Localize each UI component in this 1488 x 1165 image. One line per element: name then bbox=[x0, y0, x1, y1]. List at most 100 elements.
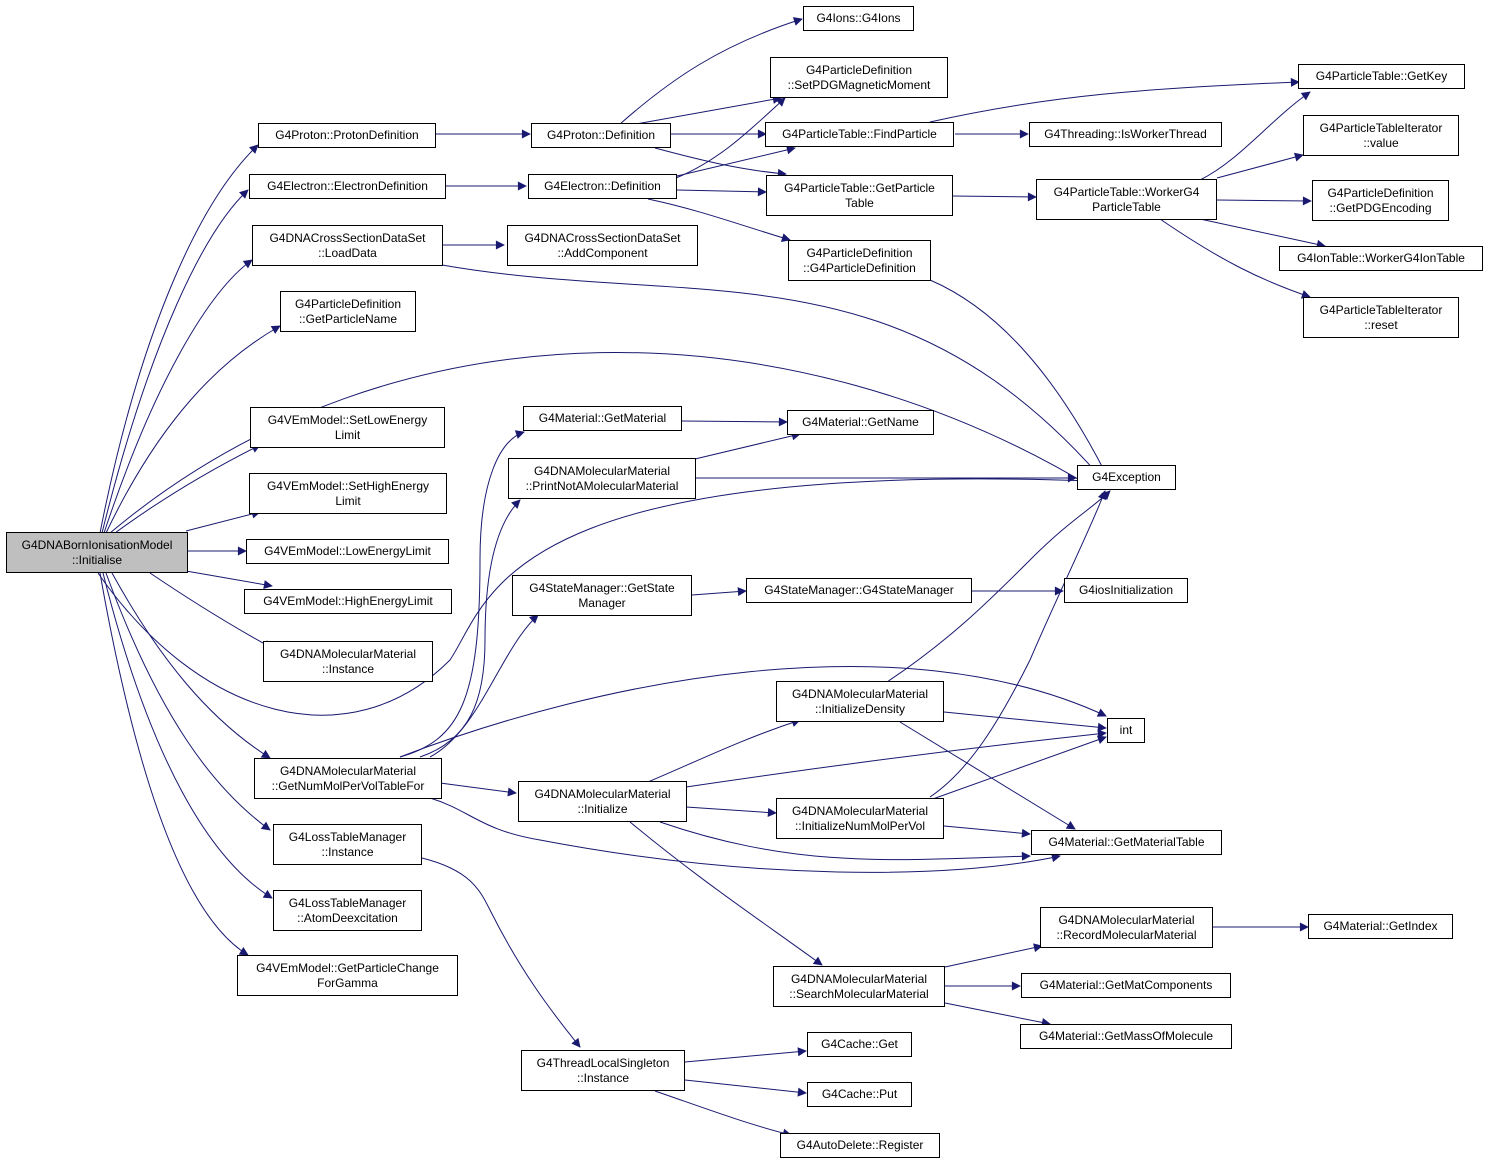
node-pdef-setpdgmagneticmoment[interactable]: G4ParticleDefinition ::SetPDGMagneticMom… bbox=[770, 57, 948, 98]
node-electron-electrondefinition[interactable]: G4Electron::ElectronDefinition bbox=[249, 174, 446, 199]
node-label: ::AddComponent bbox=[557, 245, 648, 260]
node-vem-sethighenergylimit[interactable]: G4VEmModel::SetHighEnergy Limit bbox=[249, 473, 447, 514]
edge bbox=[185, 509, 261, 532]
node-losstable-instance[interactable]: G4LossTableManager ::Instance bbox=[273, 824, 422, 865]
node-dnamol-printnotamolecularmaterial[interactable]: G4DNAMolecularMaterial ::PrintNotAMolecu… bbox=[508, 458, 696, 499]
node-label: ::AtomDeexcitation bbox=[297, 910, 398, 925]
node-dnaxs-loaddata[interactable]: G4DNACrossSectionDataSet ::LoadData bbox=[252, 225, 443, 266]
node-dnamol-recordmolecularmaterial[interactable]: G4DNAMolecularMaterial ::RecordMolecular… bbox=[1040, 907, 1213, 948]
node-label: G4ThreadLocalSingleton bbox=[536, 1055, 670, 1070]
node-label: G4Material::GetMaterialTable bbox=[1048, 835, 1205, 849]
node-losstable-atomdeexcitation[interactable]: G4LossTableManager ::AtomDeexcitation bbox=[273, 890, 422, 931]
node-particletable-getparticletable[interactable]: G4ParticleTable::GetParticle Table bbox=[766, 175, 953, 216]
node-electron-definition[interactable]: G4Electron::Definition bbox=[528, 174, 677, 199]
node-iosinitialization[interactable]: G4iosInitialization bbox=[1064, 578, 1188, 603]
node-autodelete-register[interactable]: G4AutoDelete::Register bbox=[780, 1133, 940, 1158]
node-label: int bbox=[1119, 723, 1133, 737]
node-label: G4ParticleDefinition bbox=[1327, 185, 1434, 200]
node-vem-lowenergylimit[interactable]: G4VEmModel::LowEnergyLimit bbox=[246, 539, 449, 564]
node-dnamol-searchmolecularmaterial[interactable]: G4DNAMolecularMaterial ::SearchMolecular… bbox=[773, 966, 945, 1007]
node-threadlocalsingleton-instance[interactable]: G4ThreadLocalSingleton ::Instance bbox=[521, 1050, 685, 1091]
edge bbox=[439, 782, 517, 797]
edge bbox=[943, 711, 1107, 732]
node-dnaxs-addcomponent[interactable]: G4DNACrossSectionDataSet ::AddComponent bbox=[507, 225, 698, 266]
node-ptiter-value[interactable]: G4ParticleTableIterator ::value bbox=[1303, 115, 1459, 156]
node-label: G4DNABornIonisationModel bbox=[21, 537, 173, 552]
node-vem-setlowenergylimit[interactable]: G4VEmModel::SetLowEnergy Limit bbox=[250, 407, 445, 448]
node-threading-isworkerthread[interactable]: G4Threading::IsWorkerThread bbox=[1029, 122, 1222, 147]
edge bbox=[676, 187, 767, 197]
edge bbox=[97, 476, 1093, 716]
node-dnamol-initializedensity[interactable]: G4DNAMolecularMaterial ::InitializeDensi… bbox=[776, 681, 944, 722]
edge bbox=[684, 1079, 807, 1097]
node-pdef-getparticlename[interactable]: G4ParticleDefinition ::GetParticleName bbox=[280, 291, 416, 332]
node-proton-definition[interactable]: G4Proton::Definition bbox=[531, 123, 671, 148]
node-particletable-findparticle[interactable]: G4ParticleTable::FindParticle bbox=[765, 122, 954, 147]
edge bbox=[1199, 218, 1326, 249]
node-label: G4DNAMolecularMaterial bbox=[791, 686, 929, 701]
node-label: G4Proton::ProtonDefinition bbox=[275, 128, 419, 142]
node-label: G4ParticleTable::GetKey bbox=[1315, 69, 1448, 83]
node-dnamol-initialize[interactable]: G4DNAMolecularMaterial ::Initialize bbox=[518, 781, 687, 822]
node-cache-put[interactable]: G4Cache::Put bbox=[807, 1082, 912, 1107]
edge bbox=[899, 721, 1076, 830]
node-material-getmaterial[interactable]: G4Material::GetMaterial bbox=[523, 406, 682, 431]
node-label: Limit bbox=[335, 493, 361, 508]
edge bbox=[929, 490, 1107, 798]
node-ptiter-reset[interactable]: G4ParticleTableIterator ::reset bbox=[1303, 297, 1459, 338]
node-label: G4DNAMolecularMaterial bbox=[790, 971, 928, 986]
node-label: ::SearchMolecularMaterial bbox=[789, 986, 929, 1001]
edge bbox=[105, 325, 281, 534]
node-g4exception[interactable]: G4Exception bbox=[1077, 465, 1176, 490]
node-label: ::RecordMolecularMaterial bbox=[1056, 927, 1197, 942]
node-pdef-g4particledefinition[interactable]: G4ParticleDefinition ::G4ParticleDefinit… bbox=[788, 240, 931, 281]
node-statemanager-g4statemanager[interactable]: G4StateManager::G4StateManager bbox=[746, 578, 972, 603]
node-pdef-getpdgencoding[interactable]: G4ParticleDefinition ::GetPDGEncoding bbox=[1312, 180, 1449, 221]
node-label: G4VEmModel::SetLowEnergy bbox=[267, 412, 428, 427]
node-statemanager-getstatemanager[interactable]: G4StateManager::GetState Manager bbox=[512, 575, 692, 616]
edge bbox=[441, 264, 1111, 489]
node-particletable-getkey[interactable]: G4ParticleTable::GetKey bbox=[1298, 64, 1465, 89]
node-material-getindex[interactable]: G4Material::GetIndex bbox=[1308, 914, 1453, 939]
node-label: G4Threading::IsWorkerThread bbox=[1044, 127, 1207, 141]
node-proton-protondefinition[interactable]: G4Proton::ProtonDefinition bbox=[258, 123, 436, 148]
node-dnaborn-initialise[interactable]: G4DNABornIonisationModel ::Initialise bbox=[6, 532, 188, 573]
node-int[interactable]: int bbox=[1107, 718, 1145, 743]
node-dnamol-instance[interactable]: G4DNAMolecularMaterial ::Instance bbox=[263, 641, 433, 682]
edge bbox=[99, 572, 249, 956]
node-vem-highenergylimit[interactable]: G4VEmModel::HighEnergyLimit bbox=[244, 589, 452, 614]
node-particletable-workerg4particletable[interactable]: G4ParticleTable::WorkerG4 ParticleTable bbox=[1036, 179, 1217, 220]
node-label: ::LoadData bbox=[318, 245, 377, 260]
node-label: G4VEmModel::HighEnergyLimit bbox=[263, 594, 433, 608]
node-dnamol-getnummolpervoltablefor[interactable]: G4DNAMolecularMaterial ::GetNumMolPerVol… bbox=[254, 758, 442, 799]
node-label: G4VEmModel::LowEnergyLimit bbox=[264, 544, 431, 558]
node-label: G4StateManager::G4StateManager bbox=[764, 583, 954, 597]
node-material-getmassofmolecule[interactable]: G4Material::GetMassOfMolecule bbox=[1020, 1024, 1232, 1049]
node-label: ::InitializeNumMolPerVol bbox=[794, 818, 926, 833]
node-dnamol-initializenummolpervol[interactable]: G4DNAMolecularMaterial ::InitializeNumMo… bbox=[776, 798, 944, 839]
node-label: G4Material::GetIndex bbox=[1323, 919, 1438, 933]
node-label: G4ParticleTable::GetParticle bbox=[784, 180, 935, 195]
node-iontable-workerg4iontable[interactable]: G4IonTable::WorkerG4IonTable bbox=[1279, 246, 1483, 271]
node-material-getmaterialtable[interactable]: G4Material::GetMaterialTable bbox=[1031, 830, 1222, 855]
node-label: G4DNAMolecularMaterial bbox=[791, 803, 929, 818]
node-ions-g4ions[interactable]: G4Ions::G4Ions bbox=[803, 6, 914, 31]
node-label: G4DNACrossSectionDataSet bbox=[524, 230, 681, 245]
edge bbox=[619, 17, 803, 125]
node-label: G4ParticleTableIterator bbox=[1319, 120, 1443, 135]
node-label: G4LossTableManager bbox=[288, 895, 407, 910]
node-material-getmatcomponents[interactable]: G4Material::GetMatComponents bbox=[1021, 973, 1231, 998]
node-label: G4Material::GetName bbox=[802, 415, 919, 429]
node-material-getname[interactable]: G4Material::GetName bbox=[787, 410, 934, 435]
node-label: G4DNAMolecularMaterial bbox=[533, 463, 671, 478]
edge bbox=[694, 431, 801, 460]
node-cache-get[interactable]: G4Cache::Get bbox=[807, 1032, 912, 1057]
node-label: G4LossTableManager bbox=[288, 829, 407, 844]
node-label: ::GetParticleName bbox=[298, 311, 398, 326]
node-label: G4DNACrossSectionDataSet bbox=[269, 230, 426, 245]
node-vem-getparticlechangeforgamma[interactable]: G4VEmModel::GetParticleChange ForGamma bbox=[237, 955, 458, 996]
edge bbox=[685, 806, 777, 817]
node-label: G4Cache::Get bbox=[821, 1037, 898, 1051]
